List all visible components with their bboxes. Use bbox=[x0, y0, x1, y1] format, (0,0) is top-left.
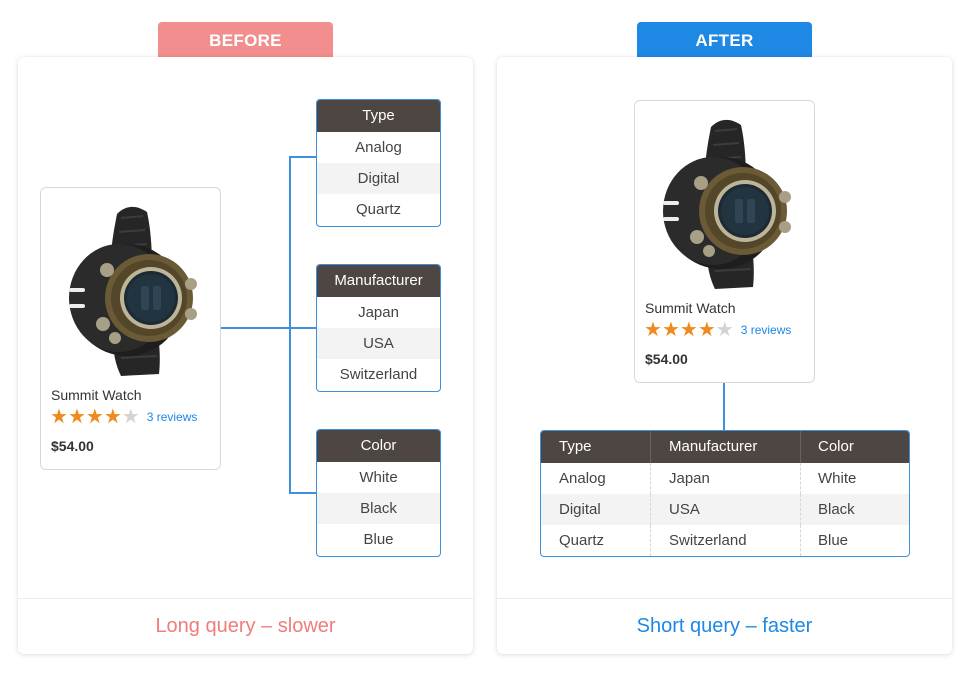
after-panel: Summit Watch ★★★★★ 3 reviews $54.00 Type… bbox=[497, 57, 952, 654]
table-row: Switzerland bbox=[339, 366, 418, 383]
star-icon: ★ bbox=[661, 318, 680, 341]
table-row: Analog Japan White bbox=[541, 463, 909, 494]
star-icon: ★ bbox=[67, 405, 86, 428]
table-cell: Blue bbox=[818, 532, 849, 549]
table-row: Japan bbox=[358, 304, 399, 321]
connector-line bbox=[221, 327, 290, 329]
table-cell: Japan bbox=[651, 463, 801, 494]
after-tab: AFTER bbox=[637, 22, 812, 58]
product-name: Summit Watch bbox=[645, 300, 736, 316]
star-icon: ★ bbox=[103, 405, 122, 428]
star-icon: ★ bbox=[715, 318, 734, 341]
table-header: Manufacturer bbox=[651, 431, 801, 463]
reviews-link[interactable]: 3 reviews bbox=[740, 323, 792, 337]
star-icon: ★★★★★ bbox=[644, 320, 734, 341]
product-price: $54.00 bbox=[51, 438, 94, 454]
product-name: Summit Watch bbox=[51, 387, 142, 403]
star-icon: ★ bbox=[50, 405, 68, 428]
table-cell: Analog bbox=[541, 463, 651, 494]
connector-line bbox=[289, 156, 316, 158]
manufacturer-table: Manufacturer Japan USA Switzerland bbox=[316, 264, 441, 392]
after-caption: Short query – faster bbox=[636, 615, 813, 637]
attributes-table: Type Manufacturer Color Analog Japan Whi… bbox=[540, 430, 910, 557]
table-header: Color bbox=[317, 430, 440, 462]
connector-line bbox=[289, 327, 316, 329]
table-row: Digital USA Black bbox=[541, 494, 909, 525]
table-row: Black bbox=[317, 493, 440, 524]
divider bbox=[497, 598, 952, 599]
star-icon: ★ bbox=[697, 318, 716, 341]
before-tab: BEFORE bbox=[158, 22, 333, 58]
rating: ★★★★★ 3 reviews bbox=[644, 319, 791, 341]
table-row: Quartz Switzerland Blue bbox=[541, 525, 909, 556]
table-row: Analog bbox=[355, 139, 402, 156]
table-header-row: Type Manufacturer Color bbox=[541, 431, 909, 463]
connector-line bbox=[289, 156, 291, 494]
table-row: USA bbox=[317, 328, 440, 359]
rating: ★★★★★ 3 reviews bbox=[50, 406, 197, 428]
table-cell: White bbox=[818, 470, 857, 487]
table-row: White bbox=[359, 469, 398, 486]
table-row: Blue bbox=[363, 531, 394, 548]
before-product-card: Summit Watch ★★★★★ 3 reviews $54.00 bbox=[40, 187, 221, 470]
table-cell: Quartz bbox=[541, 525, 651, 556]
table-cell: Digital bbox=[541, 494, 651, 525]
table-header: Type bbox=[317, 100, 440, 132]
divider bbox=[18, 598, 473, 599]
reviews-link[interactable]: 3 reviews bbox=[146, 410, 198, 424]
after-product-card: Summit Watch ★★★★★ 3 reviews $54.00 bbox=[634, 100, 815, 383]
star-icon: ★ bbox=[644, 318, 662, 341]
table-cell: Black bbox=[818, 501, 855, 518]
connector-line bbox=[723, 383, 725, 430]
star-icon: ★ bbox=[121, 405, 140, 428]
table-cell: USA bbox=[651, 494, 801, 525]
table-row: Digital bbox=[317, 163, 440, 194]
before-caption: Long query – slower bbox=[155, 615, 336, 637]
before-panel: Summit Watch ★★★★★ 3 reviews $54.00 Type… bbox=[18, 57, 473, 654]
star-icon: ★★★★★ bbox=[50, 407, 140, 428]
color-table: Color White Black Blue bbox=[316, 429, 441, 557]
table-header: Manufacturer bbox=[317, 265, 440, 297]
table-row: Quartz bbox=[355, 201, 401, 218]
watch-icon bbox=[55, 206, 205, 376]
table-cell: Switzerland bbox=[651, 525, 801, 556]
type-table: Type Analog Digital Quartz bbox=[316, 99, 441, 227]
table-header: Color bbox=[818, 438, 854, 455]
star-icon: ★ bbox=[679, 318, 698, 341]
product-price: $54.00 bbox=[645, 351, 688, 367]
star-icon: ★ bbox=[85, 405, 104, 428]
table-header: Type bbox=[541, 431, 651, 463]
watch-icon bbox=[649, 119, 799, 289]
connector-line bbox=[289, 492, 316, 494]
